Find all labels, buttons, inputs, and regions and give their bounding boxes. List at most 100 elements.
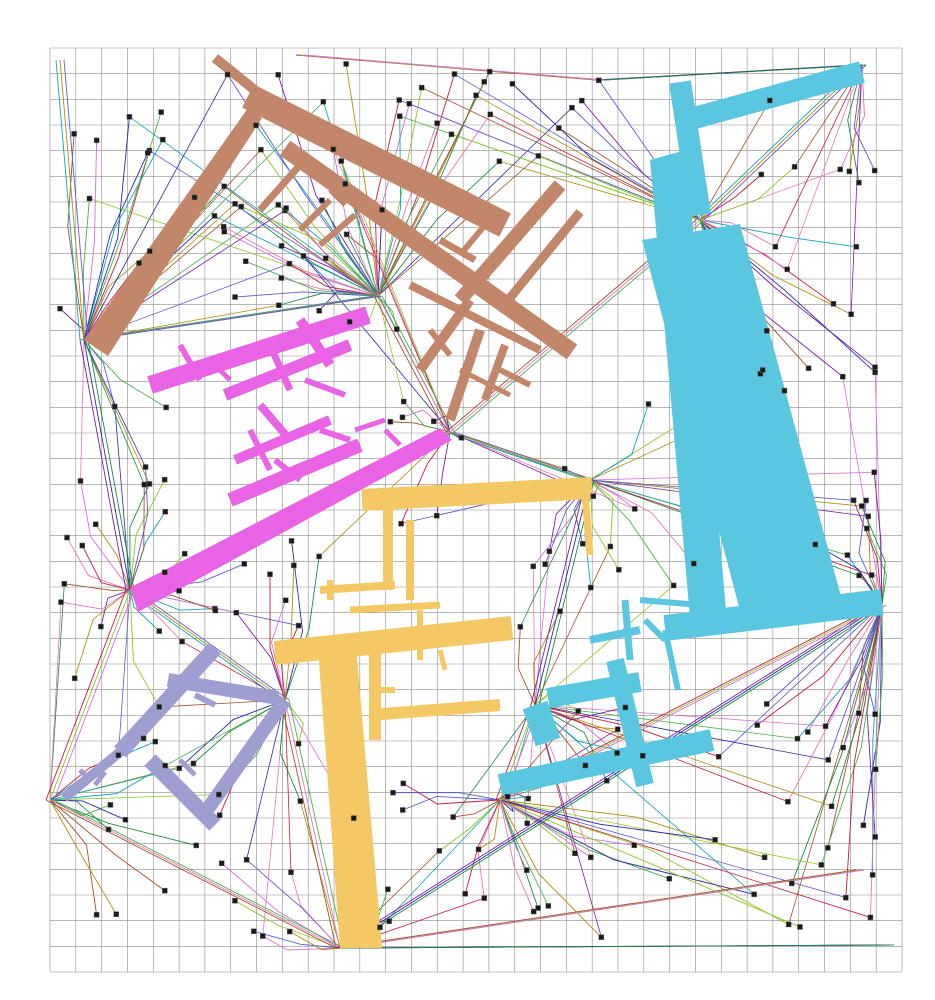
wire	[590, 404, 648, 480]
pin-icon	[267, 572, 272, 577]
pin-icon	[525, 821, 530, 826]
pin-icon	[98, 624, 103, 629]
pin-icon	[854, 244, 859, 249]
pin-icon	[872, 365, 877, 370]
pin-icon	[795, 736, 800, 741]
pin-icon	[773, 244, 778, 249]
pin-icon	[868, 915, 873, 920]
pin-icon	[284, 206, 289, 211]
pin-icon	[157, 704, 162, 709]
pin-icon	[153, 739, 158, 744]
pin-icon	[505, 794, 510, 799]
pin-icon	[143, 465, 148, 470]
pin-icon	[767, 98, 772, 103]
wire	[403, 783, 500, 804]
pin-icon	[232, 898, 237, 903]
pin-icon	[831, 301, 836, 306]
pin-icon	[233, 295, 238, 300]
pin-icon	[764, 701, 769, 706]
tree-branch	[500, 212, 580, 310]
pin-icon	[400, 415, 405, 420]
pin-icon	[431, 419, 436, 424]
tree-branch	[350, 605, 440, 610]
pin-icon	[449, 132, 454, 137]
pin-icon	[254, 123, 259, 128]
wire	[346, 64, 378, 296]
pin-icon	[667, 876, 672, 881]
pin-icon	[58, 306, 63, 311]
tree-branch	[168, 680, 278, 698]
pin-icon	[339, 159, 344, 164]
tree-branch	[260, 405, 290, 440]
pin-icon	[615, 727, 620, 732]
pin-icon	[873, 712, 878, 717]
wire	[500, 800, 754, 894]
pin-icon	[813, 542, 818, 547]
pin-icon	[283, 598, 288, 603]
pin-icon	[394, 327, 399, 332]
pin-icon	[825, 845, 830, 850]
pin-icon	[434, 513, 439, 518]
pin-icon	[112, 404, 117, 409]
pin-icon	[691, 561, 696, 566]
pin-icon	[562, 466, 567, 471]
wire	[374, 296, 446, 432]
pin-icon	[233, 201, 238, 206]
wire	[50, 602, 61, 800]
pin-icon	[344, 232, 349, 237]
pin-icon	[108, 802, 113, 807]
pin-icon	[851, 498, 856, 503]
pin-icon	[387, 919, 392, 924]
pin-icon	[623, 705, 628, 710]
wire	[851, 65, 862, 314]
pin-icon	[531, 564, 536, 569]
pin-icon	[213, 608, 218, 613]
pin-icon	[437, 848, 442, 853]
tree-branch	[300, 200, 330, 230]
pin-icon	[616, 567, 621, 572]
pin-icon	[388, 419, 393, 424]
pin-icon	[62, 581, 67, 586]
pin-icon	[288, 870, 293, 875]
pin-icon	[792, 164, 797, 169]
pin-icon	[242, 561, 247, 566]
wire	[446, 432, 586, 480]
wire	[84, 340, 146, 467]
pin-icon	[276, 202, 281, 207]
tree-branch	[625, 600, 630, 660]
pin-icon	[599, 935, 604, 940]
pin-icon	[87, 196, 92, 201]
pin-icon	[856, 180, 861, 185]
pin-icon	[222, 184, 227, 189]
wire	[84, 340, 149, 484]
pin-icon	[160, 137, 165, 142]
wire	[531, 480, 586, 705]
pin-icon	[243, 259, 248, 264]
pin-icon	[543, 562, 548, 567]
pin-icon	[94, 912, 99, 917]
wire	[285, 565, 294, 700]
pin-icon	[94, 138, 99, 143]
tree-branch	[355, 420, 385, 430]
pin-icon	[556, 126, 561, 131]
pin-icon	[399, 521, 404, 526]
tree-branch	[440, 650, 445, 670]
pin-icon	[123, 817, 128, 822]
pin-icon	[347, 319, 352, 324]
pin-icon	[323, 256, 328, 261]
wire	[285, 700, 291, 872]
wire	[88, 340, 134, 590]
tree-layer	[64, 58, 882, 948]
wire	[80, 340, 126, 590]
tree-branch	[362, 488, 592, 500]
pin-icon	[401, 781, 406, 786]
tree-branch	[585, 495, 590, 555]
pin-icon	[192, 195, 197, 200]
wire	[60, 60, 84, 340]
pin-icon	[591, 494, 596, 499]
tree-branch	[200, 700, 285, 820]
tree-branch	[385, 430, 400, 445]
pin-icon	[145, 150, 150, 155]
pin-icon	[279, 243, 284, 248]
